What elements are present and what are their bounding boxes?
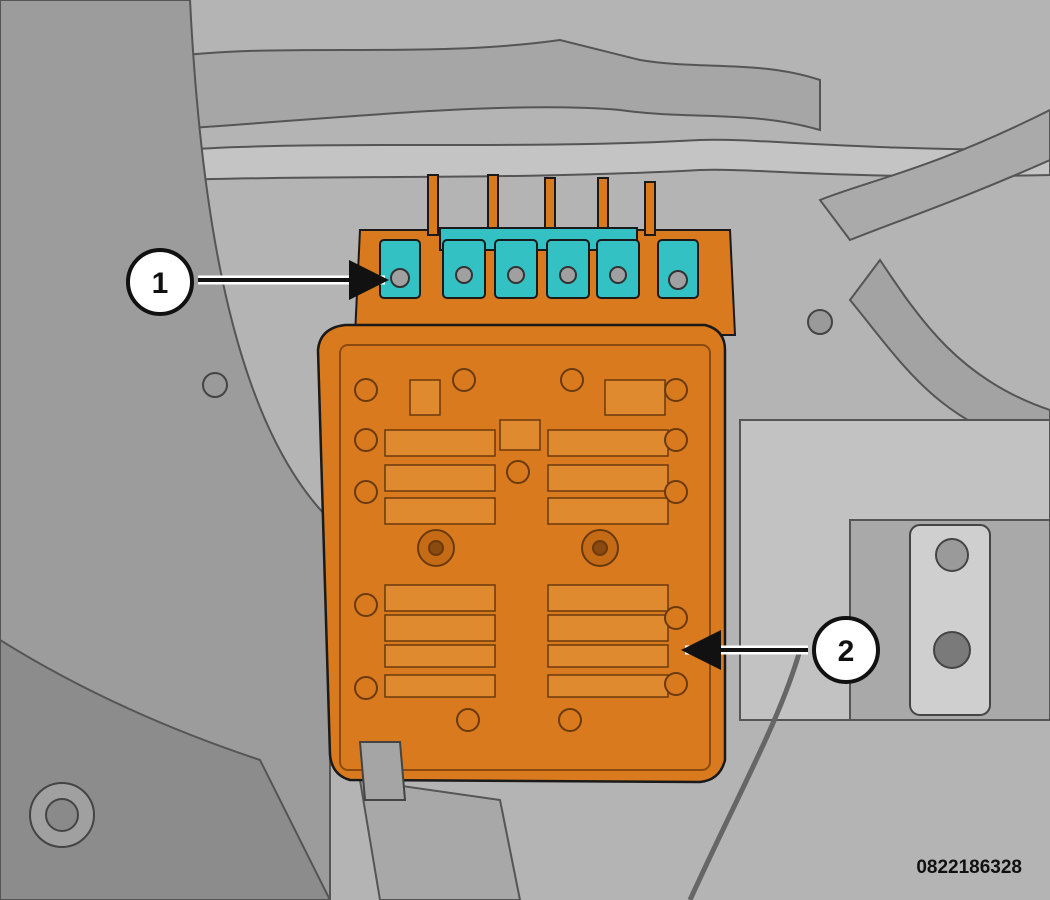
fuse-box xyxy=(316,174,737,801)
terminal-bolts xyxy=(390,266,688,290)
callout-1: 1 xyxy=(126,248,389,316)
figure-reference-code: 0822186328 xyxy=(916,857,1022,878)
terminal-strip xyxy=(379,227,699,299)
callout-1-number: 1 xyxy=(152,267,169,300)
callout-2-circle xyxy=(812,616,880,684)
callout-2: 2 xyxy=(681,616,880,684)
callout-1-circle xyxy=(126,248,194,316)
callout-2-number: 2 xyxy=(838,635,855,668)
fuse-box-posts xyxy=(417,529,619,567)
fuse-slots xyxy=(384,379,669,698)
fuse-box-studs xyxy=(354,368,688,732)
